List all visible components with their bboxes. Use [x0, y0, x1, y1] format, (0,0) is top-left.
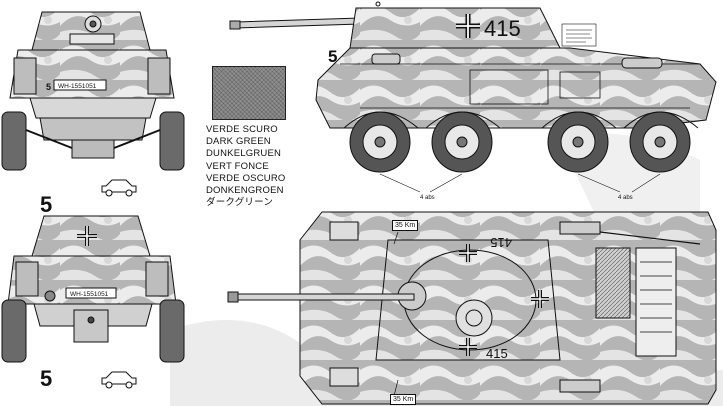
top-view-turret-number-upper: 415 — [490, 235, 512, 250]
legend-line: DONKENGROEN — [206, 185, 284, 197]
color-legend: VERDE SCURO DARK GREEN DUNKELGRUEN VERT … — [206, 124, 285, 209]
vehicle-silhouette-icon — [101, 371, 137, 389]
legend-line: VERDE OSCURO — [206, 172, 286, 184]
speed-sign-lower: 35 Km — [390, 394, 417, 405]
front-view-hull-number: 5 — [46, 82, 51, 92]
legend-line: DARK GREEN — [206, 136, 271, 148]
wheel-label-rear: 4 abs — [618, 195, 633, 201]
rear-view-plate: WH-1551051 — [70, 291, 109, 298]
legend-line: VERT FONCE — [206, 160, 269, 172]
legend-line: VERDE SCURO — [206, 124, 278, 135]
legend-line: DUNKELGRUEN — [206, 148, 282, 160]
front-view-plate: WH-1551051 — [58, 83, 97, 90]
speed-sign-upper: 35 Km — [392, 220, 419, 231]
wheel-label-front: 4 abs — [420, 195, 435, 201]
side-view — [229, 1, 717, 173]
top-view-turret-number-lower: 415 — [486, 346, 508, 361]
top-view — [227, 211, 717, 405]
color-swatch — [212, 66, 286, 120]
front-view-number: 5 — [40, 192, 53, 217]
turret-number: 415 — [484, 16, 521, 41]
rear-view — [1, 215, 185, 363]
side-view-data-plate — [561, 23, 597, 47]
vehicle-silhouette-icon — [101, 179, 137, 197]
front-view — [1, 11, 185, 171]
legend-line: ダークグリーン — [206, 197, 274, 209]
rear-view-number: 5 — [40, 366, 53, 391]
side-hull-number: 5 — [328, 47, 337, 66]
